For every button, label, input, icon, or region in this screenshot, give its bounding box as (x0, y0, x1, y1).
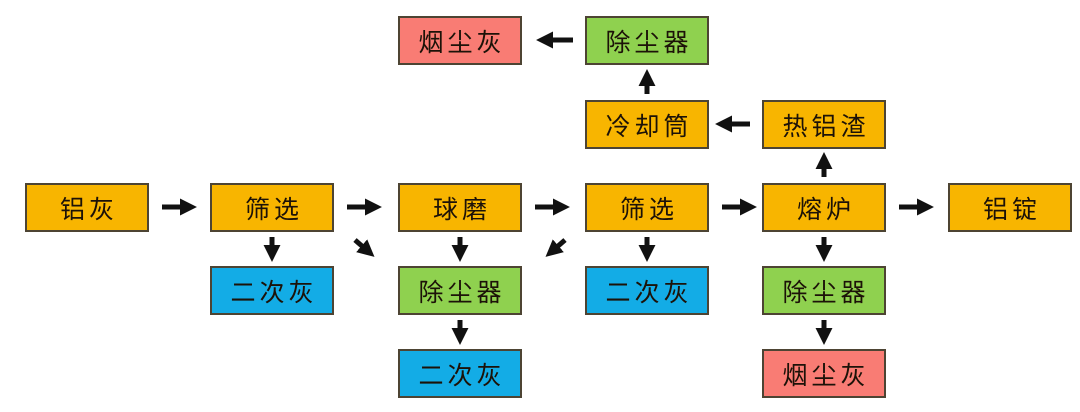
node-cooling-cylinder: 冷却筒 (585, 100, 709, 149)
node-hot-aluminum-slag: 热铝渣 (762, 100, 886, 149)
node-aluminum-ash: 铝灰 (25, 183, 149, 232)
arrow-shaixuan1-diag-to-chuchenqi (353, 238, 375, 257)
node-dust-collector-top: 除尘器 (585, 16, 709, 65)
node-aluminum-ingot: 铝锭 (948, 183, 1072, 232)
node-secondary-ash-3: 二次灰 (398, 349, 522, 398)
arrow-shaixuan2-diag-to-chuchenqi (545, 238, 567, 257)
node-screening-2: 筛选 (585, 183, 709, 232)
node-smoke-ash-bottom: 烟尘灰 (762, 349, 886, 398)
node-melting-furnace: 熔炉 (762, 183, 886, 232)
node-dust-collector-right: 除尘器 (762, 266, 886, 315)
node-dust-collector-mid: 除尘器 (398, 266, 522, 315)
node-smoke-ash-top: 烟尘灰 (398, 16, 522, 65)
node-screening-1: 筛选 (210, 183, 334, 232)
node-secondary-ash-2: 二次灰 (585, 266, 709, 315)
node-ball-mill: 球磨 (398, 183, 522, 232)
node-secondary-ash-1: 二次灰 (210, 266, 334, 315)
